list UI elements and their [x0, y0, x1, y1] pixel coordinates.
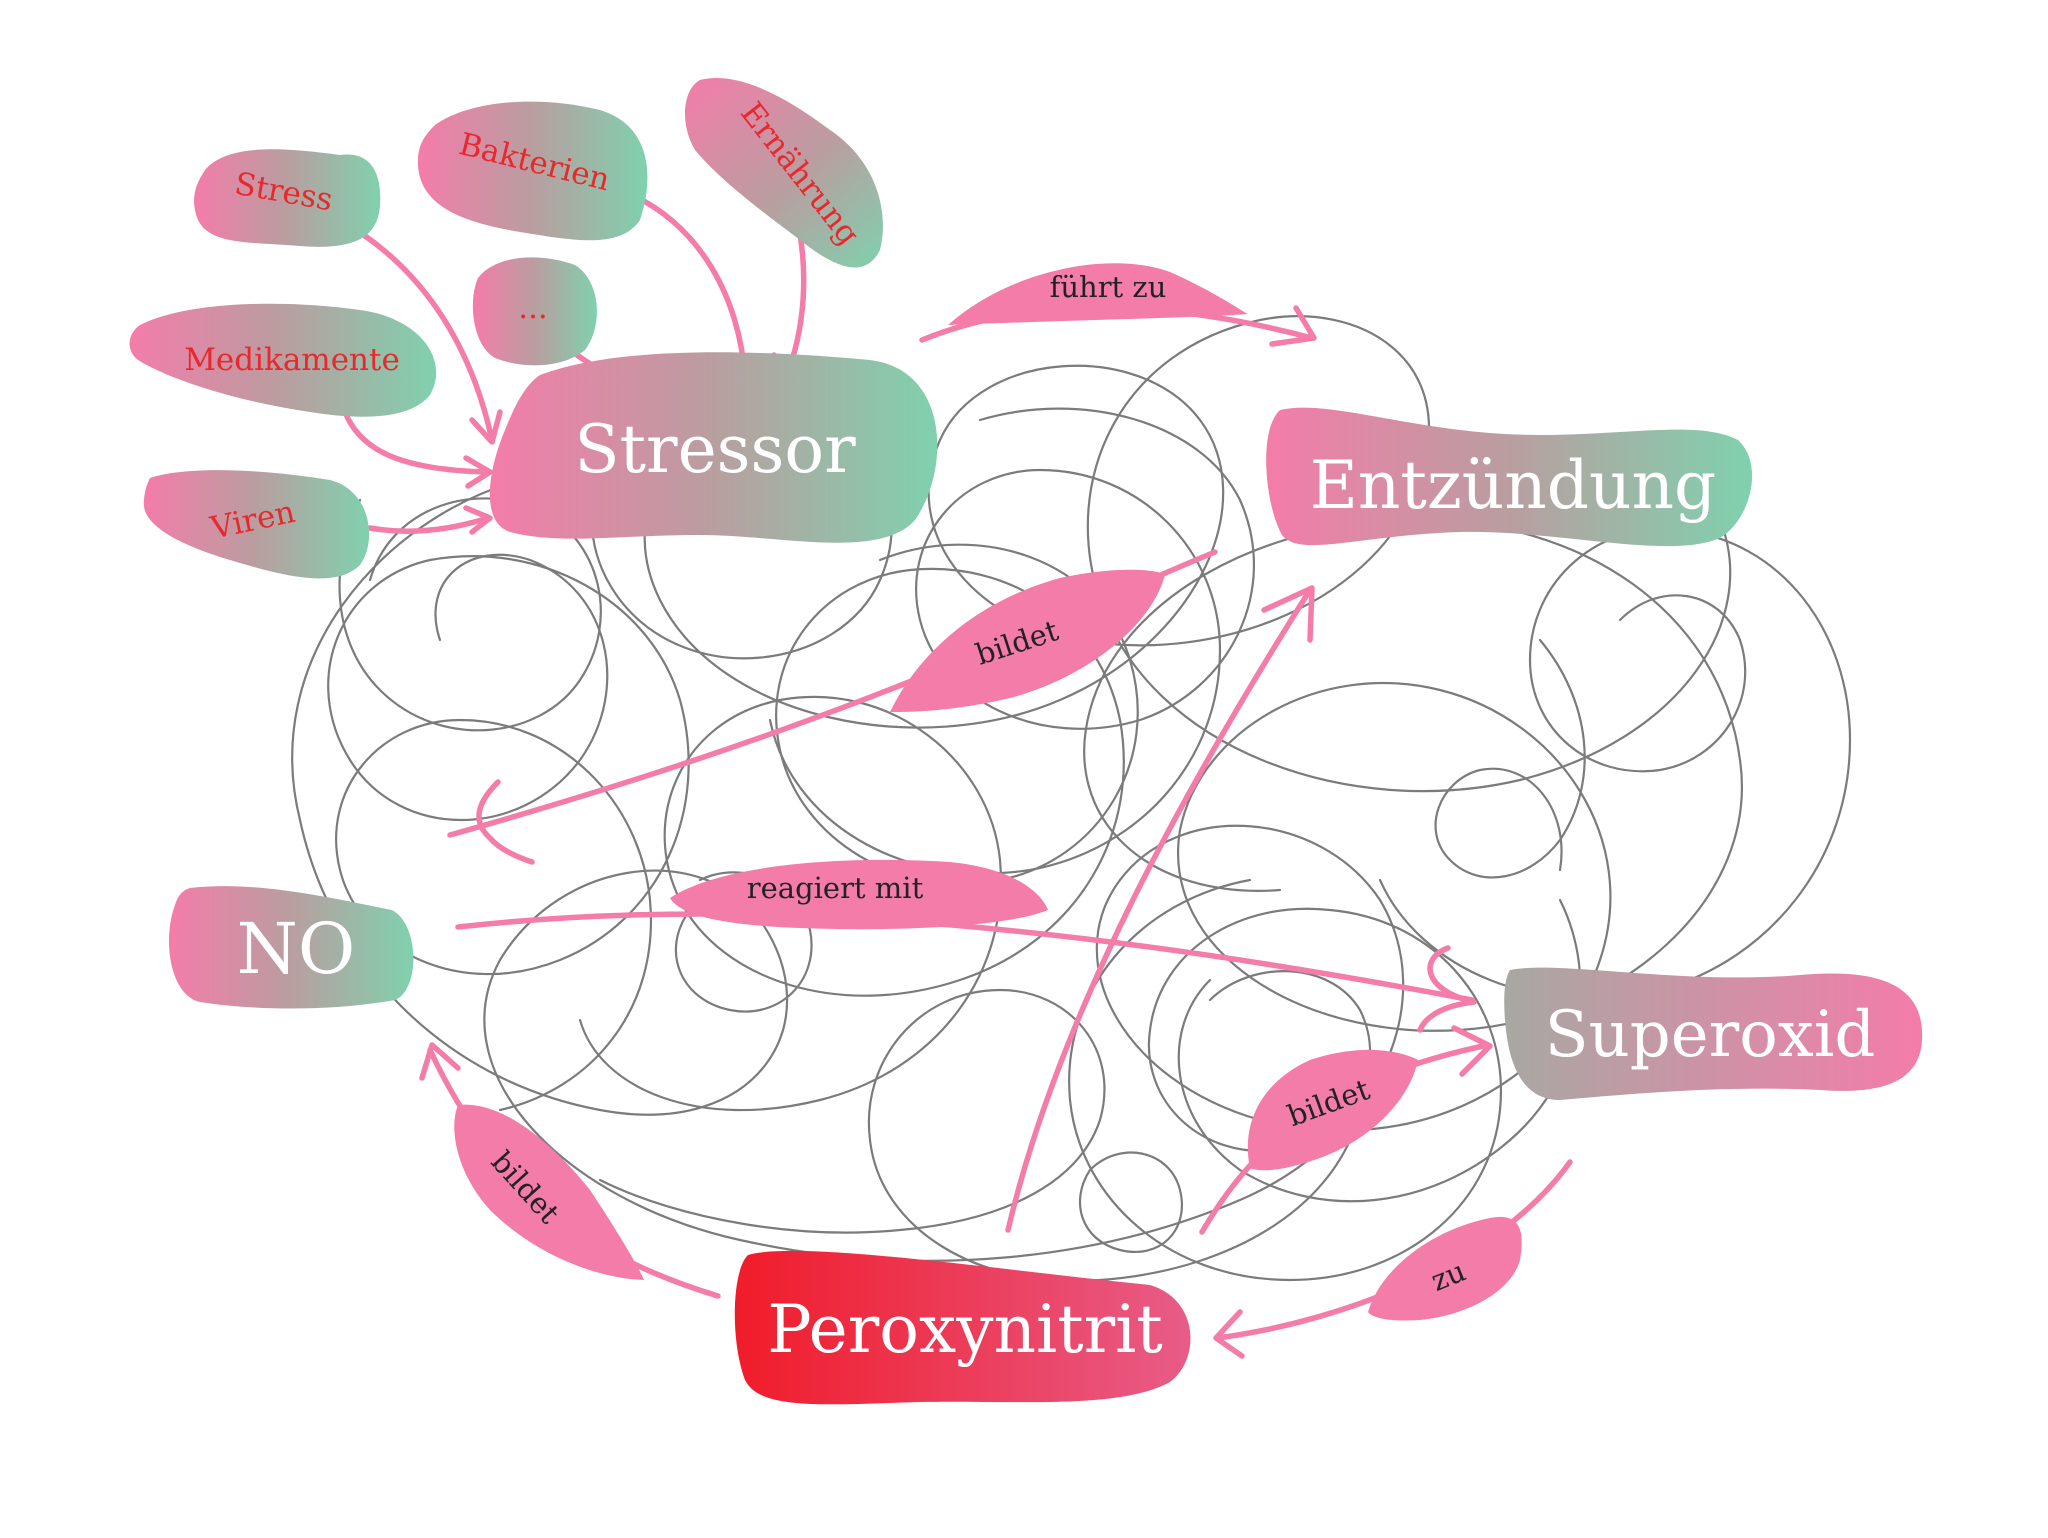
arrowhead-bildet-no	[419, 1042, 461, 1081]
node-superoxid[interactable]: Superoxid	[1504, 967, 1923, 1100]
cause-viren-blob	[143, 470, 370, 579]
cause-bakterien[interactable]: Bakterien	[417, 101, 648, 241]
node-no[interactable]: NO	[168, 886, 414, 1009]
arrow-stress-to-stressor	[350, 225, 495, 443]
arrowhead-medikamente	[463, 455, 493, 489]
edge-zu: zu	[1368, 1216, 1522, 1321]
node-entzuendung-label: Entzündung	[1310, 447, 1717, 524]
arrow-reagiert-mit	[455, 911, 1475, 1003]
cause-stress-blob	[194, 149, 381, 247]
arrowhead-entz-bildet-no	[476, 779, 535, 865]
cause-ernaehrung-blob	[684, 78, 883, 268]
node-peroxynitrit-blob	[734, 1250, 1191, 1405]
arrowhead-fuehrt-zu	[1269, 305, 1317, 347]
cause-stress[interactable]: Stress	[194, 149, 381, 247]
cause-ernaehrung[interactable]: Ernährung	[684, 78, 883, 268]
node-stressor[interactable]: Stressor	[489, 352, 938, 543]
arrowhead-stress	[469, 409, 503, 445]
node-no-blob	[168, 886, 414, 1009]
edge-fuehrt-zu-leaf	[948, 263, 1248, 325]
edge-bildet-superoxid-leaf	[1247, 1049, 1418, 1171]
node-stressor-blob	[489, 352, 938, 543]
arrowhead-reagiert-mit	[1417, 945, 1477, 1033]
arrow-peroxynitrit-to-entz	[1005, 587, 1313, 1233]
arrow-medikamente-to-stressor	[342, 409, 491, 475]
arrowhead-viren	[463, 505, 493, 535]
edge-reagiert-mit: reagiert mit	[670, 859, 1048, 930]
cause-ellipsis-label: ...	[518, 290, 548, 326]
arrow-viren-to-stressor	[367, 515, 491, 534]
node-entzuendung[interactable]: Entzündung	[1266, 407, 1753, 547]
edge-bildet-entz-no: bildet	[890, 569, 1165, 712]
cause-ellipsis[interactable]: ...	[472, 257, 597, 366]
edge-reagiert-mit-label: reagiert mit	[747, 871, 924, 905]
cause-medikamente[interactable]: Medikamente	[129, 303, 437, 417]
node-peroxynitrit[interactable]: Peroxynitrit	[734, 1250, 1191, 1405]
edge-bildet-superoxid: bildet	[1247, 1049, 1418, 1171]
cause-ellipsis-blob	[472, 257, 597, 366]
arrowhead-bildet-superoxid	[1451, 1025, 1493, 1077]
edge-bildet-entz-no-leaf	[890, 569, 1165, 712]
edge-fuehrt-zu: führt zu	[948, 263, 1248, 325]
arrowhead-zu	[1213, 1309, 1245, 1359]
node-entzuendung-blob	[1266, 407, 1753, 547]
cause-bakterien-blob	[417, 101, 648, 241]
cause-medikamente-label: Medikamente	[184, 342, 400, 378]
node-superoxid-blob	[1504, 967, 1923, 1100]
cause-medikamente-blob	[129, 303, 437, 417]
edge-bildet-no-leaf	[454, 1104, 644, 1280]
arrowhead-peroxynitrit-to-entz	[1261, 585, 1315, 643]
edge-bildet-no: bildet	[454, 1104, 644, 1280]
node-stressor-label: Stressor	[574, 411, 856, 488]
arrow-bakterien-to-stressor	[617, 187, 748, 381]
edge-fuehrt-zu-label: führt zu	[1050, 270, 1167, 304]
edge-reagiert-mit-leaf	[670, 859, 1048, 930]
cause-viren[interactable]: Viren	[143, 470, 370, 579]
node-superoxid-label: Superoxid	[1545, 998, 1876, 1072]
edge-zu-leaf	[1368, 1216, 1522, 1321]
node-no-label: NO	[237, 908, 356, 990]
node-peroxynitrit-label: Peroxynitrit	[767, 1291, 1163, 1368]
